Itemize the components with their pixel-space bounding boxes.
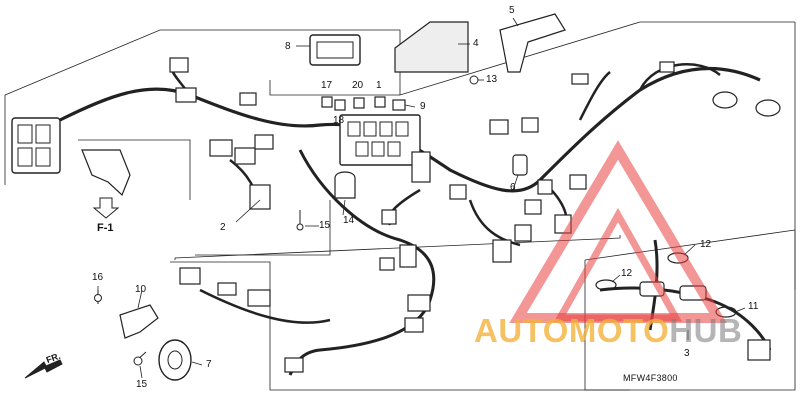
frame-outline-bottom: [174, 235, 621, 260]
connector-x: [537, 179, 553, 195]
connector-y: [569, 174, 587, 190]
connector-p: [247, 289, 271, 307]
bulb-right: [755, 99, 781, 117]
callout-2: 2: [220, 222, 226, 233]
callout-15: 13: [486, 74, 498, 85]
relay-18: [321, 96, 333, 108]
relay-1: [374, 96, 386, 108]
connector-o: [217, 282, 237, 296]
connector-j: [399, 244, 417, 268]
relay-19: [334, 99, 346, 111]
connector-top: [169, 57, 189, 73]
connector-l: [407, 294, 431, 312]
frame-outline-lower: [170, 261, 630, 391]
callout-18: 17: [321, 80, 333, 91]
callout-12b: 12: [621, 268, 633, 279]
callout-1: 1: [376, 80, 382, 91]
callout-17: 16: [92, 272, 104, 283]
bolt-15: [469, 75, 479, 85]
bulb-left: [712, 91, 738, 109]
callout-6: 6: [510, 182, 516, 193]
connector-top-right: [571, 73, 589, 85]
connector-e: [175, 87, 197, 103]
harness-branch-9: [638, 63, 721, 91]
clamp-13: [334, 171, 356, 199]
connector-q: [284, 357, 304, 373]
connector-i: [381, 209, 397, 225]
relay-9: [392, 99, 406, 111]
inset-frame: [584, 230, 796, 391]
connector-s: [514, 224, 532, 242]
callout-11: 11: [748, 301, 759, 312]
watermark-text-part1: AUTOMOTO: [474, 312, 670, 349]
connector-h: [449, 184, 467, 200]
figure-code: MFW4F3800: [623, 373, 678, 383]
harness-branch-10: [578, 71, 611, 121]
connector-c: [254, 134, 274, 150]
connector-v: [489, 119, 509, 135]
leader-13: [195, 200, 331, 256]
frame-outline-sub: [269, 80, 400, 96]
band-12b: [595, 279, 617, 291]
callout-19: 18: [333, 115, 345, 126]
harness-branch-8: [199, 288, 331, 324]
connector-w: [521, 117, 539, 133]
relay-20: [353, 97, 365, 109]
callout-7: 7: [206, 359, 212, 370]
bracket-f1: [81, 149, 131, 197]
callout-10: 10: [135, 284, 147, 295]
connector-g: [411, 151, 431, 183]
connector-r: [492, 239, 512, 263]
bracket-5: [499, 13, 566, 73]
callout-14: 15: [319, 220, 331, 231]
connector-a: [209, 139, 233, 157]
connector-n: [179, 267, 201, 285]
canister-6: [512, 154, 528, 176]
callout-20: 20: [352, 80, 364, 91]
connector-top-mid: [659, 61, 675, 73]
harness-branch-5: [468, 199, 521, 247]
watermark-text-part2: HUB: [669, 312, 743, 349]
connector-b: [234, 147, 256, 165]
callout-8: 8: [285, 41, 291, 52]
watermark-triangle: [509, 140, 727, 323]
callout-3: 3: [684, 348, 690, 359]
pad-4: [394, 21, 469, 73]
watermark-text: AUTOMOTOHUB: [474, 314, 742, 347]
callout-13: 14: [343, 215, 355, 226]
inset-frame-top: [584, 229, 796, 261]
bracket-10: [119, 304, 159, 339]
front-arrow: [24, 359, 63, 379]
connector-d: [249, 184, 271, 210]
connector-t: [524, 199, 542, 215]
arrow-f1: [92, 197, 120, 219]
leader-f1: [78, 139, 191, 200]
connector-f: [239, 92, 257, 106]
connector-m: [404, 317, 424, 333]
sub-view-label: F-1: [97, 222, 114, 234]
callout-5: 5: [509, 5, 515, 16]
callout-16: 15: [136, 379, 148, 390]
callout-12a: 12: [700, 239, 712, 250]
callout-4: 4: [473, 38, 479, 49]
connector-k: [379, 257, 395, 271]
callout-9: 9: [420, 101, 426, 112]
